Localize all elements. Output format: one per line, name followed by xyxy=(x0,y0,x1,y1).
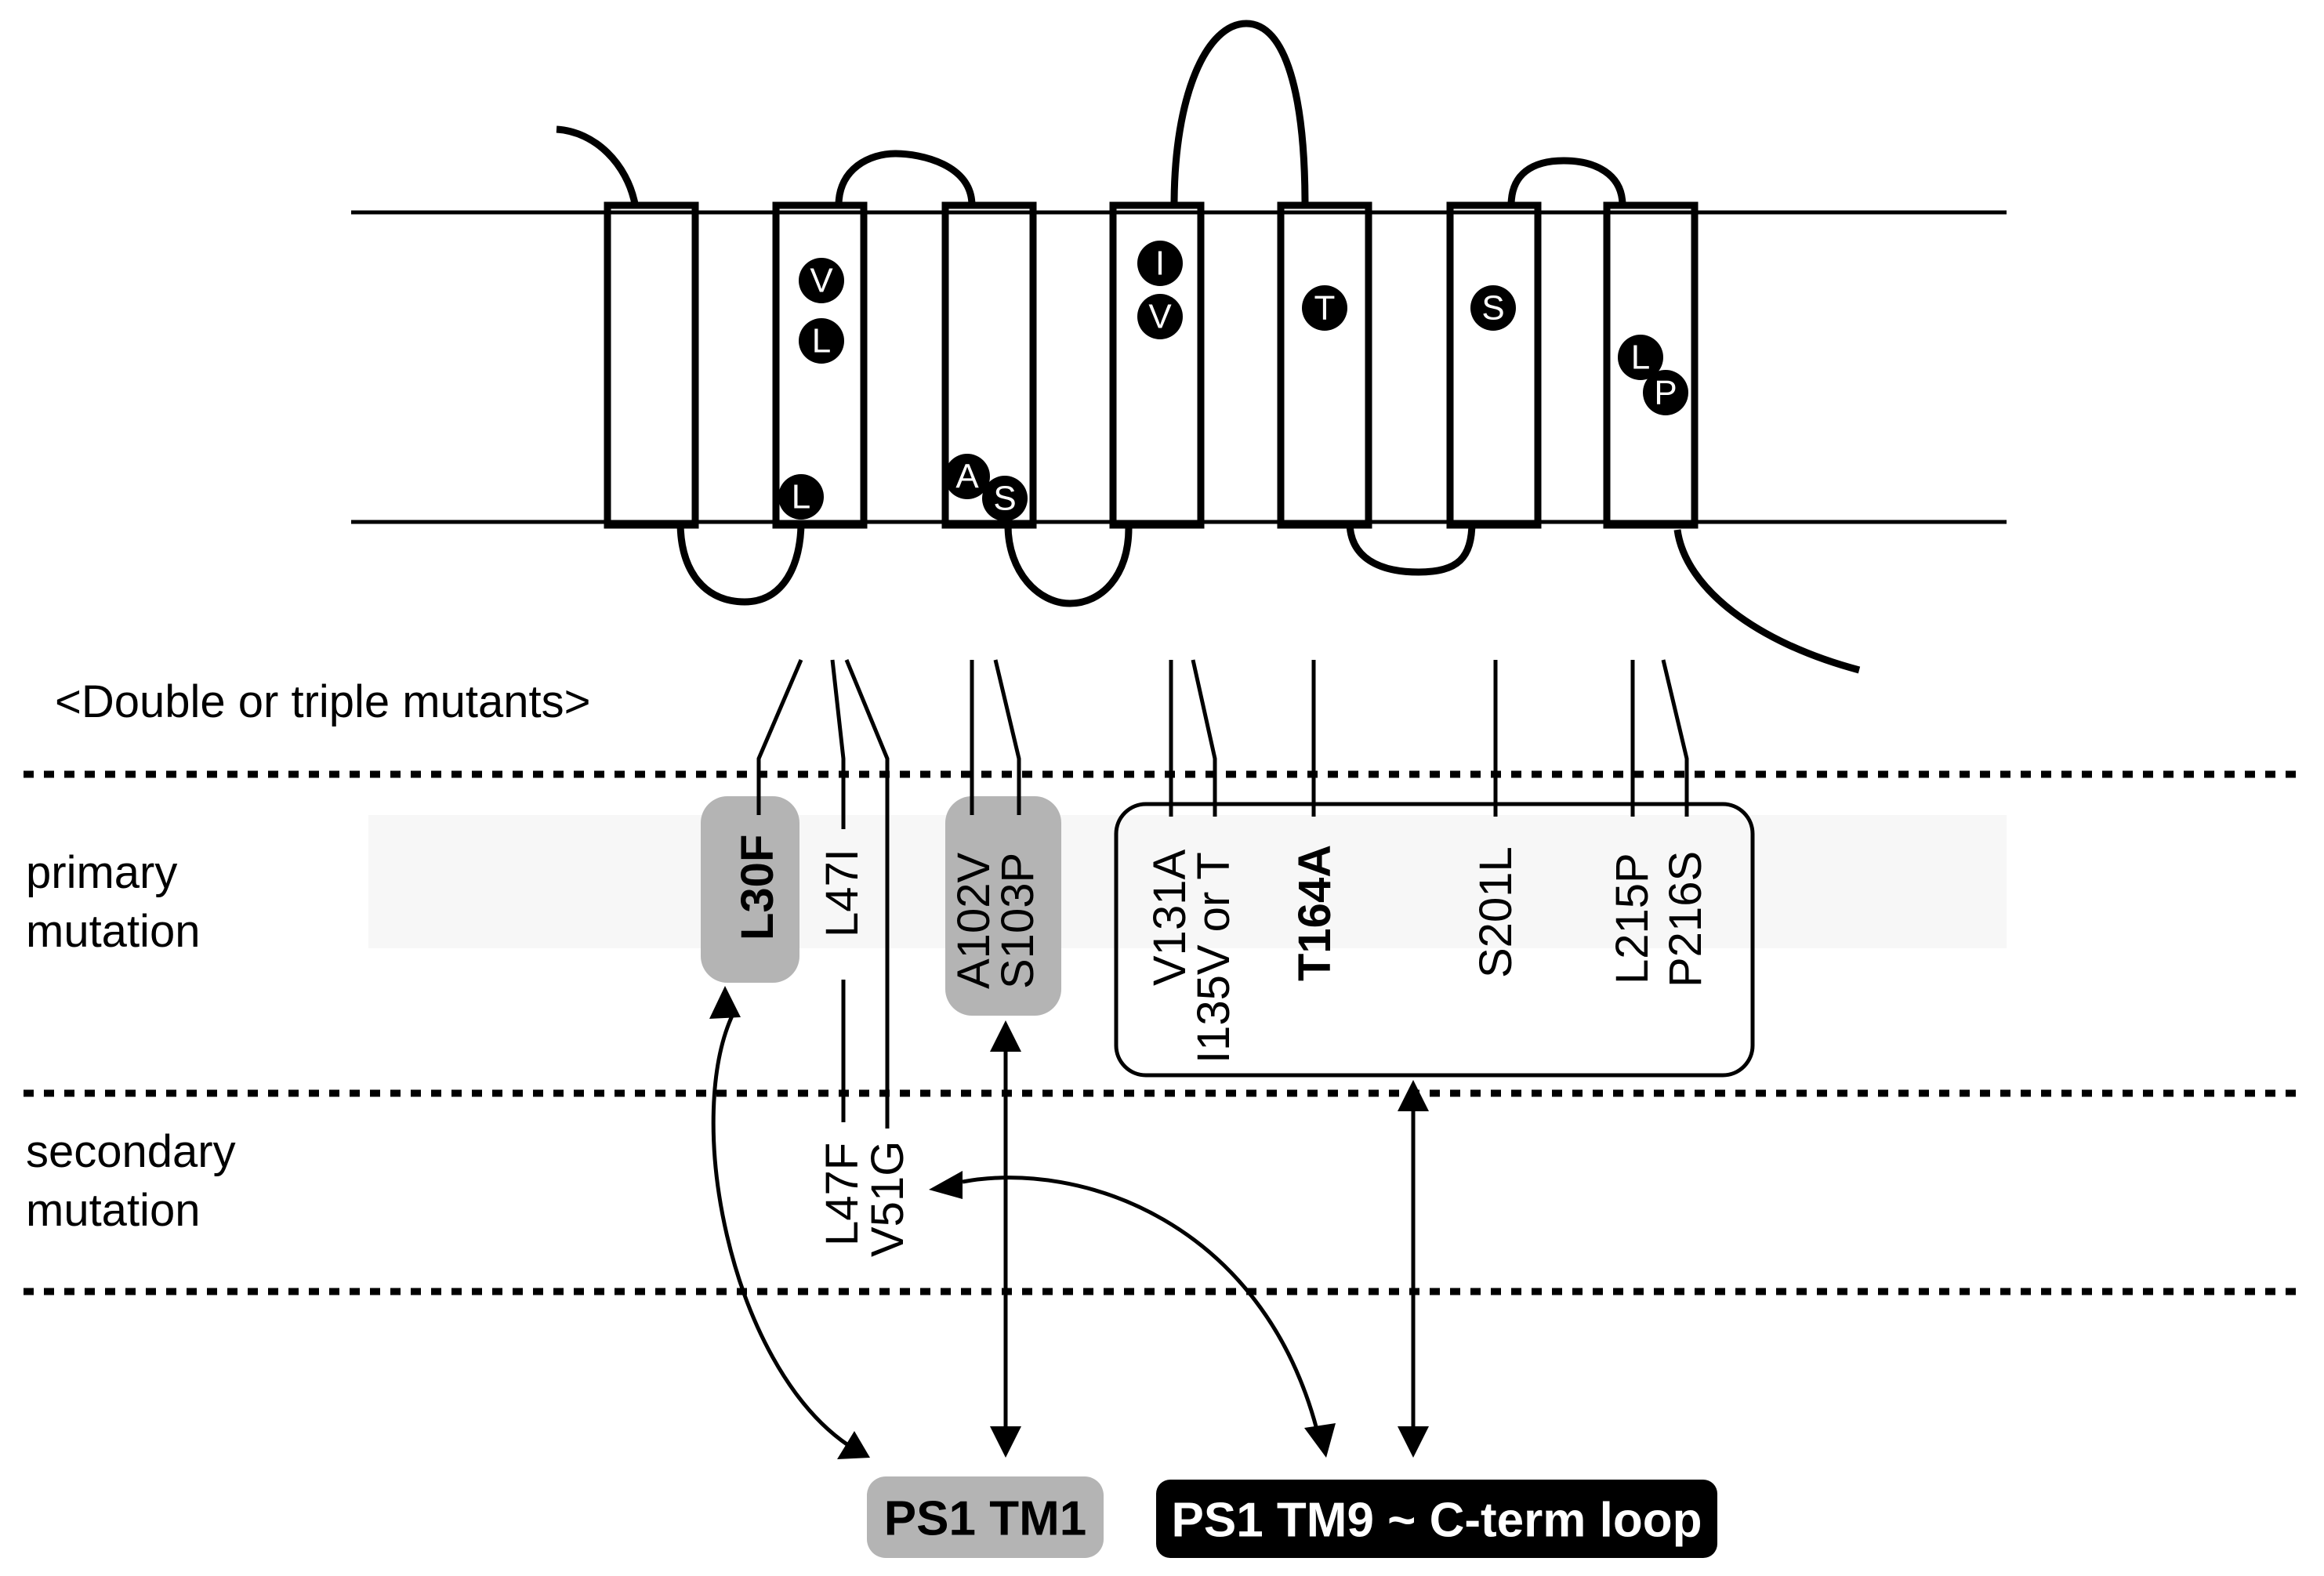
arrow-l30f-to-tm1 xyxy=(711,1008,850,1447)
helix-tm5 xyxy=(1277,201,1372,529)
mutation-v131a: V131A xyxy=(1144,850,1195,986)
arrowhead xyxy=(1398,1080,1429,1111)
loops xyxy=(556,20,1861,674)
arrowhead xyxy=(929,1171,963,1199)
svg-text:S: S xyxy=(993,480,1016,518)
helix-tm7 xyxy=(1603,201,1699,529)
residue-markers: V L L A S I V T S L P xyxy=(778,241,1688,521)
svg-text:I: I xyxy=(1155,245,1165,283)
svg-text:A: A xyxy=(955,458,979,496)
arrows xyxy=(709,986,1429,1459)
c-term-tail xyxy=(1673,529,1861,674)
loop-tm2-tm3 xyxy=(835,150,976,206)
helix-tm6 xyxy=(1446,201,1542,529)
arrowhead xyxy=(709,986,741,1019)
target-tm1: PS1 TM1 xyxy=(867,1476,1104,1558)
arrowhead xyxy=(1398,1426,1429,1458)
residue-marker: V xyxy=(1137,294,1183,339)
svg-text:L: L xyxy=(1631,339,1650,377)
zone-secondary-label: mutation xyxy=(26,1185,200,1236)
zone-primary-label: primary xyxy=(26,847,177,898)
loop-tm6-tm7 xyxy=(1507,157,1626,206)
zone-secondary-label: secondary xyxy=(26,1126,236,1177)
residue-marker: L xyxy=(1618,335,1663,380)
svg-text:P: P xyxy=(1654,374,1677,412)
arrowhead xyxy=(990,1020,1021,1052)
svg-text:S: S xyxy=(1481,289,1504,328)
mutation-t164a: T164A xyxy=(1289,845,1340,981)
target-tm1-label: PS1 TM1 xyxy=(884,1492,1086,1546)
loop-tm1-tm2 xyxy=(676,521,805,606)
zone-primary-label: mutation xyxy=(26,906,200,957)
mutation-l215p: L215P xyxy=(1607,853,1658,984)
arrowhead xyxy=(1304,1423,1336,1458)
n-term-tail xyxy=(556,125,639,205)
residue-marker: L xyxy=(799,318,844,364)
group-box xyxy=(1114,802,1755,1078)
helix-tm1 xyxy=(604,201,699,529)
svg-text:V: V xyxy=(810,262,833,300)
svg-text:L: L xyxy=(792,478,810,516)
helix-tm4 xyxy=(1109,201,1205,529)
residue-marker: S xyxy=(982,476,1028,521)
arrow-v51g-to-tm9 xyxy=(962,1176,1319,1430)
svg-text:V: V xyxy=(1148,298,1172,336)
l30f-box xyxy=(701,796,799,983)
target-tm9: PS1 TM9 ~ C-term loop xyxy=(1156,1480,1717,1558)
mutation-l47f: L47F xyxy=(817,1143,868,1246)
mutation-i135v: I135V or T xyxy=(1188,852,1239,1063)
primary-band xyxy=(368,815,2007,948)
arrowhead xyxy=(837,1431,870,1459)
arrowhead xyxy=(990,1426,1021,1458)
primary-mutations: L30F L47I A102V S103P V131A I135V or T T… xyxy=(732,835,1711,1063)
loop-tm3-tm4 xyxy=(1004,524,1133,607)
residue-marker: T xyxy=(1302,285,1347,331)
header-title: <Double or triple mutants> xyxy=(55,676,590,727)
helix-tm2 xyxy=(772,201,868,529)
mutation-v51g: V51G xyxy=(862,1141,913,1257)
mutation-p216s: P216S xyxy=(1660,851,1711,987)
mutation-l47i: L47I xyxy=(817,849,868,937)
secondary-mutations: L47F V51G xyxy=(817,1141,913,1257)
residue-marker: V xyxy=(799,258,844,303)
residue-marker: S xyxy=(1470,285,1516,331)
mutation-s201l: S201L xyxy=(1470,846,1521,978)
mutation-a102v: A102V xyxy=(948,853,999,989)
connector-lines xyxy=(756,659,1689,1129)
svg-text:L: L xyxy=(812,322,831,360)
residue-marker: L xyxy=(778,474,824,520)
svg-text:T: T xyxy=(1314,289,1336,328)
residue-marker: P xyxy=(1643,370,1688,415)
mutation-l30f: L30F xyxy=(732,835,783,940)
residue-marker: A xyxy=(944,454,990,499)
mutation-s103p: S103P xyxy=(992,853,1043,989)
loop-tm4-tm5 xyxy=(1170,20,1309,206)
a102v-s103p-box xyxy=(945,796,1061,1016)
target-tm9-label: PS1 TM9 ~ C-term loop xyxy=(1172,1494,1702,1548)
residue-marker: I xyxy=(1137,241,1183,286)
helices xyxy=(604,201,1699,529)
loop-tm5-tm6 xyxy=(1346,521,1476,576)
helix-tm3 xyxy=(941,201,1037,529)
